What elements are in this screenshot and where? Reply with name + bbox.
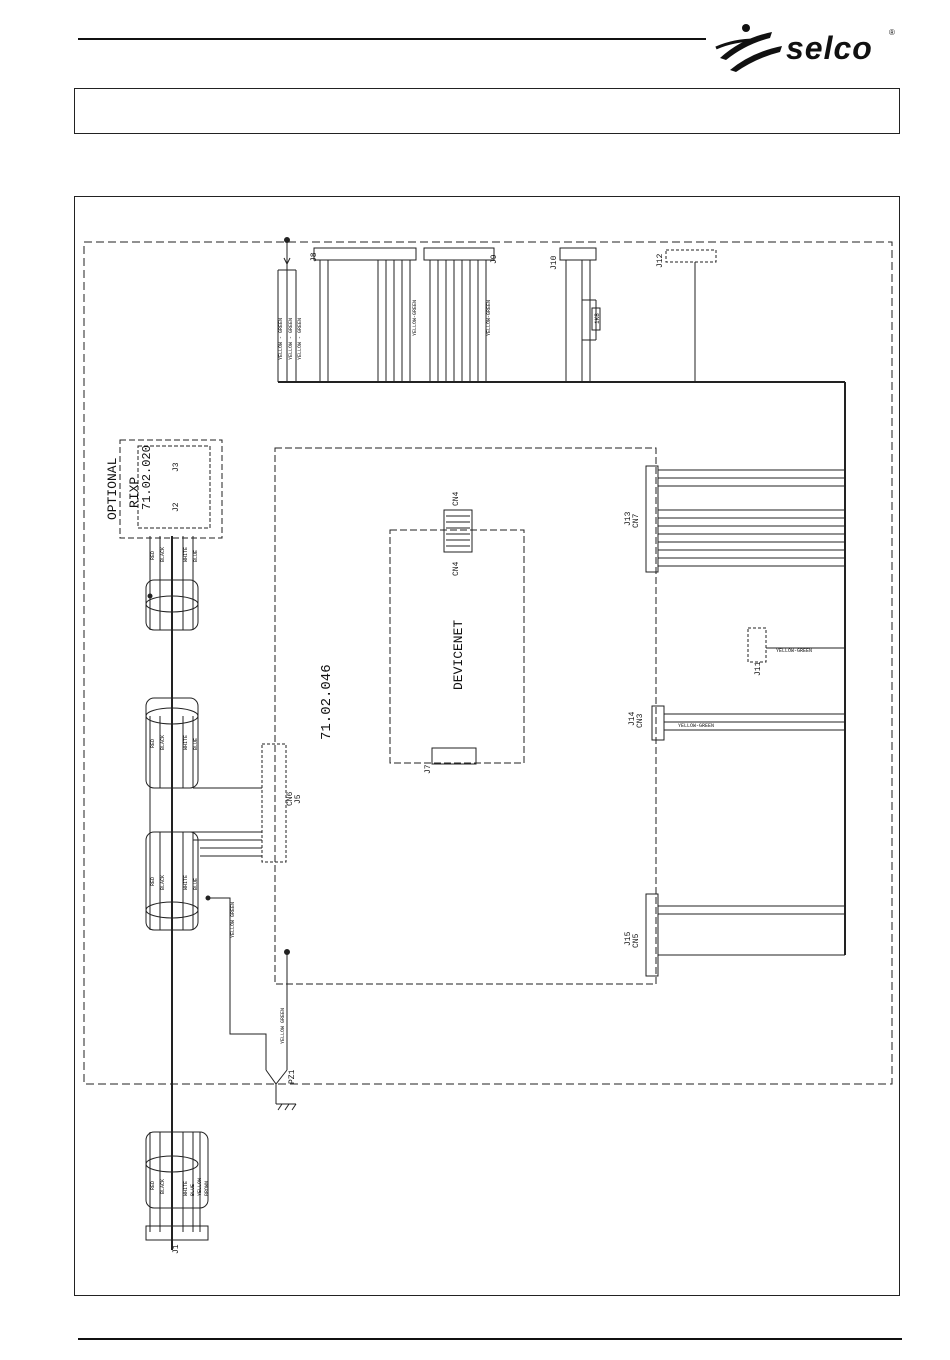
j8-label: J8: [310, 252, 319, 262]
j9-label: J9: [490, 254, 499, 264]
wire-label-white-1: WHITE: [183, 547, 189, 562]
wire-label-black-1: BLACK: [160, 547, 166, 562]
j13-label: J13: [624, 511, 633, 526]
wire-label-white-3: WHITE: [183, 875, 189, 890]
wire-label-red-1: RED: [150, 551, 156, 560]
wire-label-yellow-green-ground: YELLOW GREEN: [230, 902, 236, 938]
j5-label: J5: [294, 794, 303, 804]
cn5-label: CN5: [632, 933, 641, 948]
rixp-optional-outline: [119, 439, 223, 539]
devicenet-board-outline: [389, 529, 525, 764]
pz1-label: PZ1: [288, 1069, 297, 1084]
j7-label: J7: [424, 764, 433, 774]
wire-label-white-2: WHITE: [183, 735, 189, 750]
j12-label: J12: [656, 253, 665, 268]
devicenet-board-label: DEVICENET: [451, 620, 466, 690]
wire-label-blue-1: BLUE: [193, 550, 199, 562]
registered-mark: ®: [889, 28, 895, 37]
wire-label-blue-2: BLUE: [193, 738, 199, 750]
wire-label-blue-3: BLUE: [193, 878, 199, 890]
wire-label-black-3: BLACK: [160, 875, 166, 890]
wire-label-yellow-green-2: YELLOW - GREEN: [288, 318, 294, 360]
resistor-label: 1K8: [594, 313, 601, 324]
wire-label-black-4: BLACK: [160, 1179, 166, 1194]
wire-label-white-4: WHITE: [183, 1181, 189, 1196]
rixp-label: RIXP: [127, 477, 142, 508]
cn7-label: CN7: [632, 513, 641, 528]
footer-rule: [78, 1338, 902, 1340]
header-rule: [78, 38, 706, 40]
wire-label-blue-4: BLUE: [190, 1184, 196, 1196]
wire-label-yellow-green-1: YELLOW - GREEN: [278, 318, 284, 360]
rixp-code: 71.02.020: [140, 445, 154, 510]
enclosure-outline: [83, 241, 893, 1085]
rixp-board-outline: [137, 445, 211, 529]
j1-label: J1: [172, 1244, 181, 1254]
brand-name: selco: [786, 30, 873, 66]
wire-label-yellow-4: YELLOW: [197, 1178, 203, 1196]
j11-label: J11: [754, 661, 763, 676]
rixp-j3-label: J3: [172, 462, 181, 472]
diagram-frame: [74, 196, 900, 1296]
wire-label-brown-4: BROWN: [204, 1181, 210, 1196]
wire-label-j9-yellow-green: YELLOW-GREEN: [486, 300, 492, 336]
wire-label-red-4: RED: [150, 1181, 156, 1190]
wire-label-black-2: BLACK: [160, 735, 166, 750]
j14-label: J14: [628, 711, 637, 726]
wire-label-j11-yellow-green: YELLOW-GREEN: [776, 648, 812, 654]
wire-label-red-2: RED: [150, 739, 156, 748]
cn3-label: CN3: [636, 713, 645, 728]
wire-label-red-3: RED: [150, 877, 156, 886]
cn4-top-label: CN4: [452, 491, 461, 506]
wire-label-j8-yellow-green: YELLOW-GREEN: [412, 300, 418, 336]
main-board-code: 71.02.046: [319, 664, 335, 740]
wire-label-yellow-green-3: YELLOW - GREEN: [297, 318, 303, 360]
wire-label-j14-yellow-green: YELLOW-GREEN: [678, 723, 714, 729]
cn4-bottom-label: CN4: [452, 561, 461, 576]
title-box: [74, 88, 900, 134]
optional-label: OPTIONAL: [105, 458, 120, 520]
main-board-outline: [274, 447, 657, 985]
j15-label: J15: [624, 931, 633, 946]
cn6-label: CN6: [286, 791, 295, 806]
wire-label-yellow-green-pz1: YELLOW GREEN: [280, 1008, 286, 1044]
selco-swoosh-logo-icon: [715, 24, 782, 72]
j10-label: J10: [550, 255, 559, 270]
rixp-j2-label: J2: [172, 502, 181, 512]
